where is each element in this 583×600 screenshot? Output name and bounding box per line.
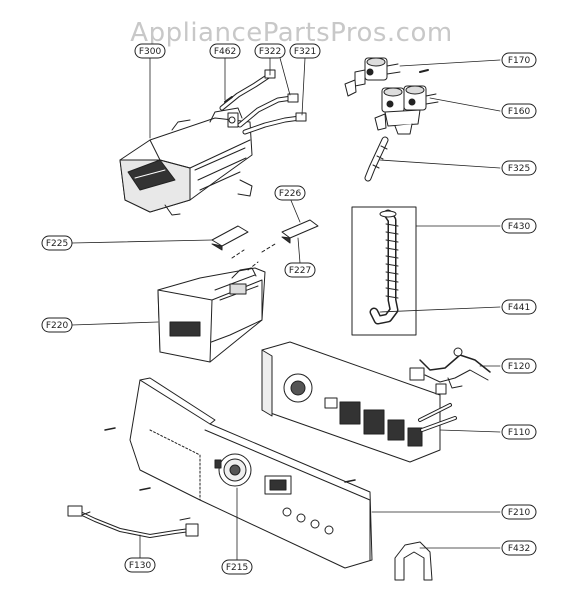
wire-harness-lower xyxy=(67,505,199,538)
supply-hoses xyxy=(219,69,307,135)
svg-text:F120: F120 xyxy=(508,362,531,372)
svg-text:F227: F227 xyxy=(289,266,311,276)
svg-text:F432: F432 xyxy=(508,544,530,554)
svg-text:F430: F430 xyxy=(508,222,531,232)
hose-hook xyxy=(394,541,433,581)
callout-f215: F215 xyxy=(221,559,253,575)
detergent-drawer xyxy=(157,267,266,363)
callout-f227: F227 xyxy=(284,262,316,278)
svg-text:F210: F210 xyxy=(508,508,531,518)
svg-text:F215: F215 xyxy=(226,563,248,573)
svg-text:F220: F220 xyxy=(46,321,69,331)
watermark-text: AppliancePartsPros.com xyxy=(130,18,453,48)
svg-text:F226: F226 xyxy=(279,189,302,199)
svg-text:F322: F322 xyxy=(259,47,281,57)
drain-hose-short xyxy=(364,136,389,182)
callout-f120: F120 xyxy=(501,358,537,374)
callout-f226: F226 xyxy=(274,185,306,201)
callout-f160: F160 xyxy=(501,103,537,119)
inlet-valve-double xyxy=(374,69,439,135)
callout-f325: F325 xyxy=(501,160,537,176)
drawer-insert-parts xyxy=(211,219,319,271)
leader-lines xyxy=(71,57,501,561)
inlet-valve-single xyxy=(344,57,401,97)
callout-f130: F130 xyxy=(124,557,156,573)
callout-f430: F430 xyxy=(501,218,537,234)
callout-f321: F321 xyxy=(289,43,321,59)
callout-f110: F110 xyxy=(501,424,537,440)
callout-f220: F220 xyxy=(41,317,73,333)
dispenser-housing xyxy=(119,107,253,216)
front-control-panel xyxy=(104,377,373,569)
control-panel-pcb-frame xyxy=(261,341,457,463)
svg-text:F325: F325 xyxy=(508,164,530,174)
callout-f441: F441 xyxy=(501,299,537,315)
svg-text:F130: F130 xyxy=(129,561,152,571)
callout-f170: F170 xyxy=(501,52,537,68)
callout-f210: F210 xyxy=(501,504,537,520)
callout-f225: F225 xyxy=(41,235,73,251)
drain-hose-box xyxy=(351,206,417,336)
svg-text:F321: F321 xyxy=(294,47,316,57)
svg-text:F225: F225 xyxy=(46,239,68,249)
callout-f462: F462 xyxy=(209,43,241,59)
wire-harness-upper xyxy=(409,347,491,395)
svg-text:F110: F110 xyxy=(508,428,531,438)
svg-text:F160: F160 xyxy=(508,107,531,117)
callout-f300: F300 xyxy=(134,43,166,59)
svg-text:F300: F300 xyxy=(139,47,162,57)
callout-f432: F432 xyxy=(501,540,537,556)
svg-text:F170: F170 xyxy=(508,56,531,66)
svg-text:F462: F462 xyxy=(214,47,236,57)
svg-text:F441: F441 xyxy=(508,303,530,313)
callout-f322: F322 xyxy=(254,43,286,59)
